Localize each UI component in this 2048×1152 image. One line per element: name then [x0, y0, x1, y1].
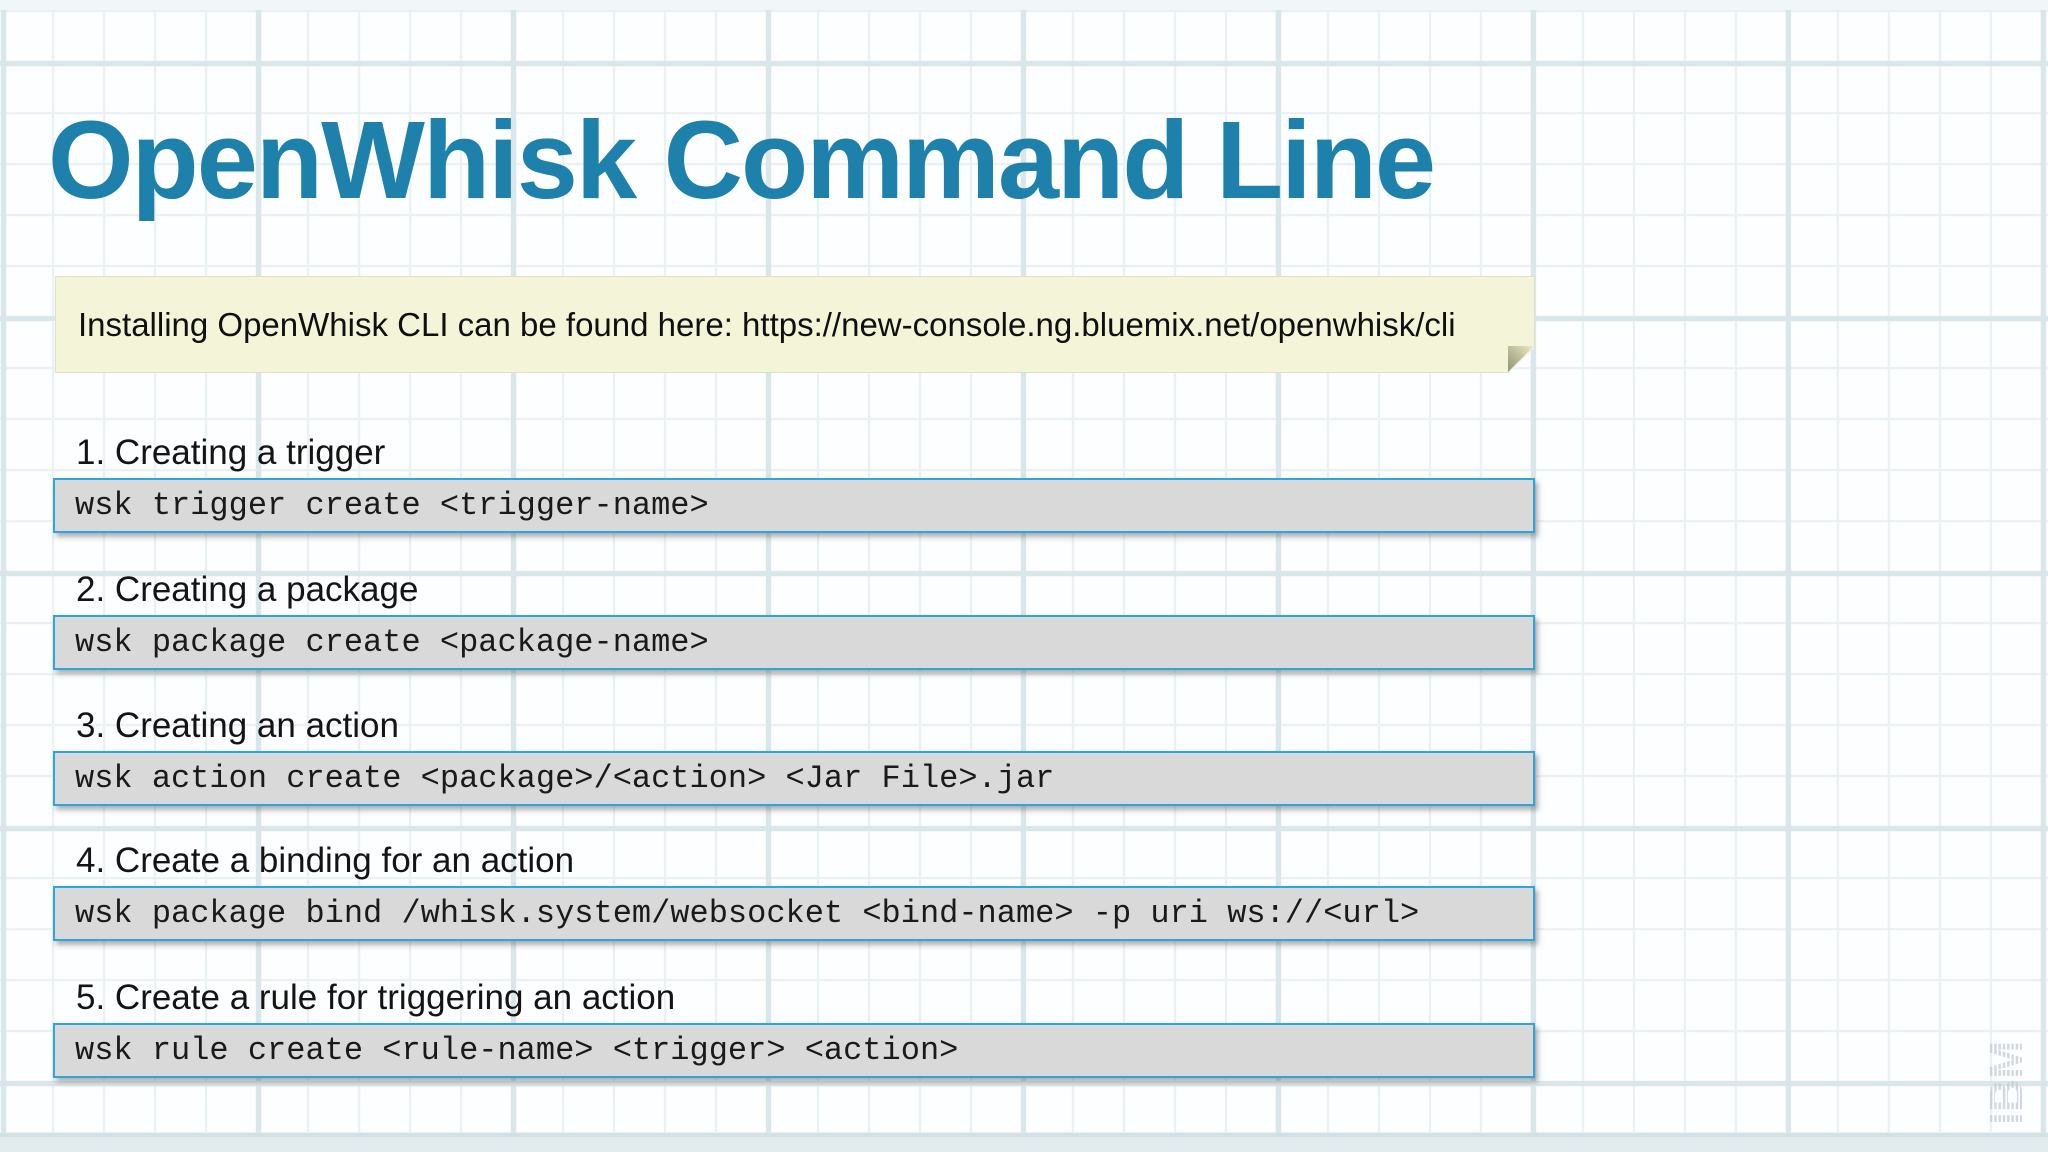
note-fold-corner [1508, 346, 1534, 372]
code-block: wsk action create <package>/<action> <Ja… [53, 751, 1535, 806]
code-text: wsk action create <package>/<action> <Ja… [75, 760, 1055, 797]
page-title: OpenWhisk Command Line [48, 99, 1436, 222]
sticky-note-text: Installing OpenWhisk CLI can be found he… [78, 305, 1456, 343]
code-block: wsk package create <package-name> [53, 615, 1535, 670]
code-text: wsk rule create <rule-name> <trigger> <a… [75, 1032, 959, 1069]
code-block: wsk package bind /whisk.system/websocket… [53, 886, 1535, 941]
section-creating-package: 2. Creating a package wsk package create… [53, 569, 1535, 670]
section-heading: 3. Creating an action [76, 706, 399, 745]
section-heading: 1. Creating a trigger [76, 433, 386, 472]
top-edge-band [0, 0, 2048, 10]
section-create-rule: 5. Create a rule for triggering an actio… [53, 977, 1535, 1078]
code-text: wsk package create <package-name> [75, 624, 709, 661]
code-text: wsk package bind /whisk.system/websocket… [75, 895, 1420, 932]
code-block: wsk trigger create <trigger-name> [53, 478, 1535, 533]
ibm-logo-icon: IBM [1977, 1025, 2032, 1125]
ibm-logo-text: IBM [1980, 1041, 2027, 1125]
bottom-edge-band [0, 1133, 2048, 1152]
section-heading: 4. Create a binding for an action [76, 841, 575, 880]
section-creating-trigger: 1. Creating a trigger wsk trigger create… [53, 432, 1535, 533]
sticky-note: Installing OpenWhisk CLI can be found he… [55, 276, 1535, 373]
section-create-binding: 4. Create a binding for an action wsk pa… [53, 840, 1535, 941]
section-creating-action: 3. Creating an action wsk action create … [53, 705, 1535, 806]
section-heading: 5. Create a rule for triggering an actio… [76, 978, 676, 1017]
section-heading: 2. Creating a package [76, 570, 419, 609]
code-text: wsk trigger create <trigger-name> [75, 487, 709, 524]
code-block: wsk rule create <rule-name> <trigger> <a… [53, 1023, 1535, 1078]
